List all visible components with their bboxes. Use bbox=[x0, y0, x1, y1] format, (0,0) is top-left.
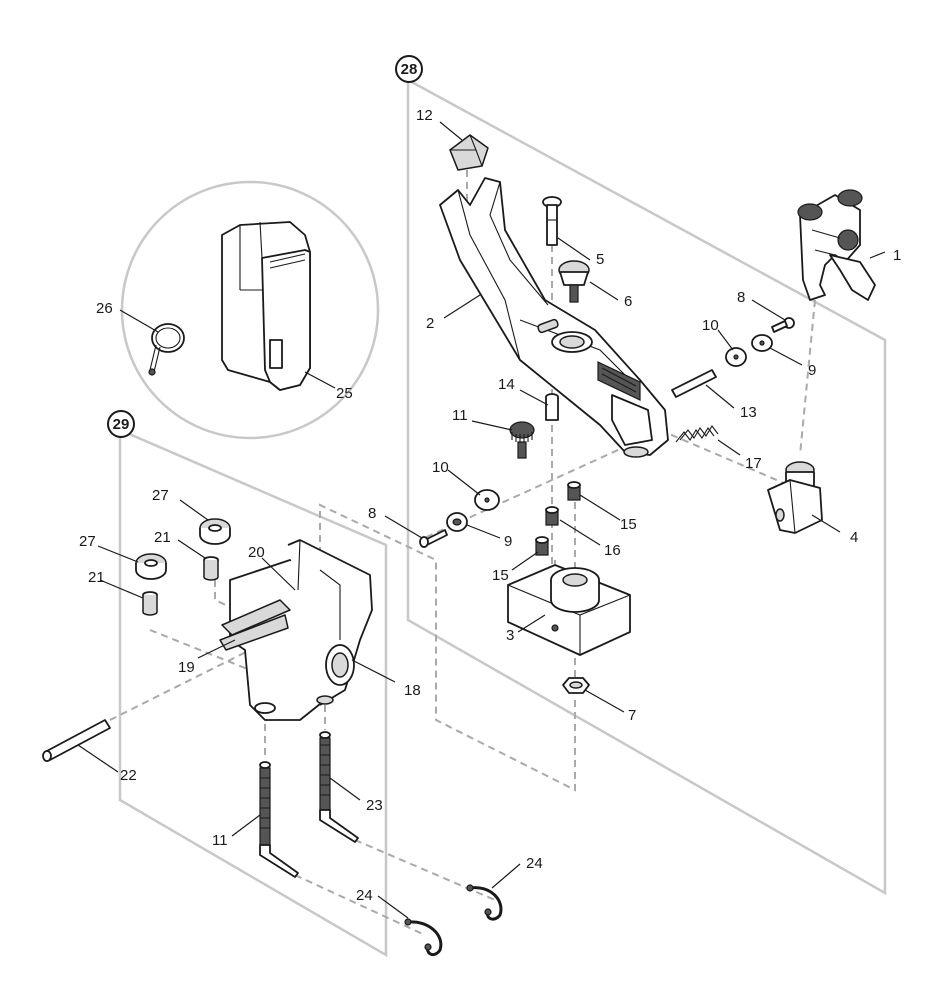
callout-9-left: 9 bbox=[504, 533, 512, 550]
callout-10-left: 10 bbox=[432, 459, 449, 476]
part-8-pin-right bbox=[771, 317, 795, 333]
part-27-top-cap-right bbox=[199, 518, 231, 545]
part-24-clip-right bbox=[466, 884, 503, 921]
callout-18: 18 bbox=[404, 682, 421, 699]
callout-6: 6 bbox=[624, 293, 632, 310]
part-18-bracket-body bbox=[219, 539, 373, 721]
callout-16: 16 bbox=[604, 542, 621, 559]
callout-21-right: 21 bbox=[154, 529, 171, 546]
part-7-nut bbox=[562, 677, 590, 694]
part-3-base-block bbox=[507, 564, 631, 656]
callout-5: 5 bbox=[596, 251, 604, 268]
part-21-sleeve-left bbox=[142, 591, 158, 616]
part-10-washer-right bbox=[725, 347, 747, 367]
callout-27-left: 27 bbox=[79, 533, 96, 550]
assembly-label-29-text: 29 bbox=[113, 416, 130, 433]
part-4-plunger-block bbox=[767, 461, 823, 534]
callout-27-right: 27 bbox=[152, 487, 169, 504]
callout-14: 14 bbox=[498, 376, 515, 393]
callout-23: 23 bbox=[366, 797, 383, 814]
callout-1: 1 bbox=[893, 247, 901, 264]
callout-17: 17 bbox=[745, 455, 762, 472]
part-8-pin-left bbox=[419, 529, 448, 548]
assembly-label-28: 28 bbox=[395, 55, 423, 83]
callout-10-right: 10 bbox=[702, 317, 719, 334]
callout-15-left: 15 bbox=[492, 567, 509, 584]
dashed-assembly-lines bbox=[109, 170, 816, 936]
callout-8-left: 8 bbox=[368, 505, 376, 522]
callout-2: 2 bbox=[426, 315, 434, 332]
part-23-spring-pin bbox=[319, 731, 359, 843]
part-11-screw-top bbox=[509, 421, 535, 459]
leader-lines bbox=[77, 121, 886, 919]
part-6-knob bbox=[558, 260, 590, 303]
callout-20: 20 bbox=[248, 544, 265, 561]
assembly-28-frame bbox=[406, 77, 887, 896]
part-26-key-ring bbox=[148, 323, 185, 376]
callout-22: 22 bbox=[120, 767, 137, 784]
part-2-main-arm bbox=[439, 177, 669, 458]
callout-24-left: 24 bbox=[356, 887, 373, 904]
part-16-set-screw bbox=[545, 506, 559, 526]
part-11-spring-pin-bottom bbox=[259, 761, 299, 878]
callout-13: 13 bbox=[740, 404, 757, 421]
part-14-sleeve bbox=[545, 393, 559, 421]
part-24-clip-left bbox=[404, 918, 443, 957]
part-17-spring bbox=[675, 425, 719, 443]
part-21-sleeve-right bbox=[203, 556, 219, 581]
part-15-set-screw-right bbox=[567, 481, 581, 501]
callout-9-right: 9 bbox=[808, 362, 816, 379]
callout-12: 12 bbox=[416, 107, 433, 124]
part-1-clamp bbox=[797, 189, 876, 301]
callout-21-left: 21 bbox=[88, 569, 105, 586]
callout-26: 26 bbox=[96, 300, 113, 317]
callout-labels: 1 2 3 4 5 6 7 8 8 9 9 10 10 11 11 12 13 … bbox=[79, 107, 901, 904]
callout-15-right: 15 bbox=[620, 516, 637, 533]
part-12-pad bbox=[449, 134, 489, 171]
part-10-washer-left bbox=[474, 489, 500, 511]
part-22-pin bbox=[42, 719, 111, 762]
callout-25: 25 bbox=[336, 385, 353, 402]
assembly-label-28-text: 28 bbox=[401, 61, 418, 78]
callout-19: 19 bbox=[178, 659, 195, 676]
part-9-washer-left bbox=[446, 512, 468, 532]
callout-7: 7 bbox=[628, 707, 636, 724]
assembly-label-29: 29 bbox=[107, 410, 135, 438]
part-5-bolt bbox=[542, 196, 562, 246]
detail-inset-circle bbox=[120, 180, 380, 440]
callout-11-top: 11 bbox=[452, 407, 468, 424]
callout-4: 4 bbox=[850, 529, 858, 546]
callout-11-bottom: 11 bbox=[212, 832, 228, 849]
part-9-washer-right bbox=[751, 334, 773, 352]
part-13-pin bbox=[671, 369, 717, 398]
callout-3: 3 bbox=[506, 627, 514, 644]
part-25-cover bbox=[221, 221, 311, 391]
assembly-29-frame bbox=[118, 428, 388, 958]
callout-8-right: 8 bbox=[737, 289, 745, 306]
callout-24-right: 24 bbox=[526, 855, 543, 872]
part-27-top-cap-left bbox=[135, 553, 167, 580]
part-15-set-screw-left bbox=[535, 536, 549, 556]
